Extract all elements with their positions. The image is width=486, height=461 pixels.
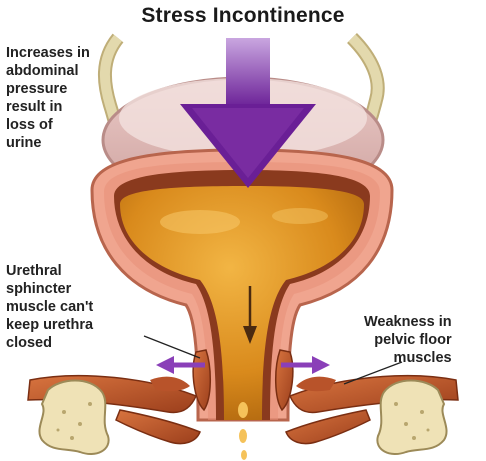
left-urethral-sphincter xyxy=(193,350,210,410)
urethral-sphincter-label: Urethral sphincter muscle can't keep ure… xyxy=(6,262,93,352)
label-line: abdominal xyxy=(6,62,90,80)
label-line: result in xyxy=(6,98,90,116)
abdominal-pressure-label: Increases in abdominal pressure result i… xyxy=(6,44,90,152)
label-line: Increases in xyxy=(6,44,90,62)
right-pubic-bone xyxy=(377,381,446,455)
right-urethral-sphincter xyxy=(276,350,293,410)
label-line: keep urethra xyxy=(6,316,93,334)
label-line: urine xyxy=(6,134,90,152)
sphincter-pointer-line xyxy=(144,336,200,358)
label-line: pressure xyxy=(6,80,90,98)
label-line: muscle can't xyxy=(6,298,93,316)
diagram-title: Stress Incontinence xyxy=(0,4,486,28)
pelvic-floor-label: Weakness in pelvic floor muscles xyxy=(364,313,452,367)
label-line: muscles xyxy=(364,349,452,367)
label-line: closed xyxy=(6,334,93,352)
label-line: sphincter xyxy=(6,280,93,298)
label-line: Urethral xyxy=(6,262,93,280)
label-line: Weakness in xyxy=(364,313,452,331)
label-line: loss of xyxy=(6,116,90,134)
left-pubic-bone xyxy=(39,381,108,455)
label-line: pelvic floor xyxy=(364,331,452,349)
